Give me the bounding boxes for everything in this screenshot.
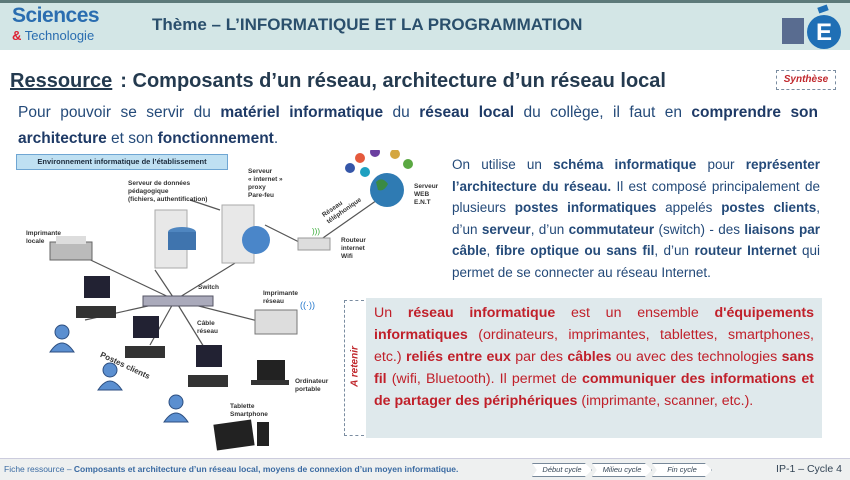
theme-title: Thème – L’INFORMATIQUE ET LA PROGRAMMATI… [152,15,583,34]
text-segment: appelés [656,200,722,215]
label-cable: Câble réseau [197,320,218,335]
router-icon: ))) [297,227,331,251]
retenir-label-box: A retenir [344,300,364,436]
text-segment: , d’un [530,221,569,237]
emphasis-text: postes informatiques [514,200,657,215]
emphasis-text: matériel informatique [220,104,384,121]
footer: Fiche ressource – Composants et architec… [0,458,850,480]
intro-paragraph: Pour pouvoir se servir du matériel infor… [18,100,818,152]
text-segment: par des [510,349,568,365]
logo-tech-text: Technologie [24,28,95,43]
text-segment: (ordinateurs, imprimantes, tablettes, sm… [374,327,814,365]
emphasis-text: câbles [567,349,612,365]
label-local-printer: Imprimante locale [26,230,62,245]
footer-description: Composants et architecture d’un réseau l… [73,464,459,474]
web-server-globe-icon [345,150,413,207]
text-segment: , d’un [452,200,821,237]
retenir-box: Un réseau informatique est un ensemble d… [366,298,822,438]
label-router: Routeur internet Wifi [341,237,366,260]
emphasis-text: réseau local [419,104,515,121]
laptop-icon [251,360,289,385]
emphasis-text: fibre optique ou sans fil [495,243,655,258]
client-computer-icon [125,316,165,358]
emphasis-text: comprendre son architecture [18,104,818,147]
emphasis-text: serveur [481,221,531,237]
switch-icon [142,295,214,307]
step-fin-cycle: Fin cycle [652,463,712,477]
emphasis-text: représenter l’architecture du réseau. [452,157,820,194]
text-segment: (switch) - des [654,221,745,237]
text-segment: Il est composé principalement de plusieu… [452,178,820,216]
step-debut-cycle: Début cycle [532,463,592,477]
emphasis-text: réseau informatique [407,305,556,321]
text-segment: . [273,130,279,147]
text-segment: , [486,243,496,258]
data-server-icon [154,209,196,269]
label-tablet: Tablette Smartphone [230,403,268,418]
logo-technologie: & Technologie [12,28,94,43]
logo-sciences: Sciences [12,4,100,27]
text-segment: est un ensemble [555,305,715,321]
user-icons [49,324,189,423]
emphasis-text: reliés entre eux [405,349,511,365]
text-segment: ou avec des technologies [611,349,782,365]
svg-text:E: E [816,19,832,46]
text-segment: On utilise un [452,157,554,172]
label-switch: Switch [198,284,219,291]
emphasis-text: communiquer des informations et de parta… [374,371,814,409]
emphasis-text: schéma informatique [553,157,697,172]
emphasis-text: sans fil [374,349,814,387]
network-printer-icon: ((·)) [254,300,315,335]
header-band [0,0,850,50]
title-text: : Composants d’un réseau, architecture d… [120,70,666,92]
text-segment: pour [696,157,746,172]
text-segment: et son [106,130,158,147]
svg-text:((·)): ((·)) [300,300,315,310]
emphasis-text: d'équipements informatiques [374,305,815,343]
text-segment: , d’un [654,243,695,258]
emphasis-text: fonctionnement [157,130,274,147]
emphasis-text: routeur Internet [694,243,797,258]
page-title: Ressource : Composants d’un réseau, archi… [10,70,666,93]
client-computer-icon [188,345,228,387]
label-laptop: Ordinateur portable [295,378,329,393]
text-segment: (imprimante, scanner, etc.). [577,393,754,409]
synthese-badge: Synthèse [776,70,836,90]
text-segment: (wifi, Bluetooth). Il permet de [386,371,582,387]
local-printer-icon [49,236,93,261]
svg-text:))): ))) [312,227,320,236]
network-diagram: ))) ((·)) [49,150,413,451]
text-segment: Un [374,305,408,321]
step-milieu-cycle: Milieu cycle [592,463,652,477]
logo-amp: & [12,28,22,43]
title-prefix: Ressource [10,70,113,92]
cycle-label: IP-1 – Cycle 4 [776,463,842,475]
footer-prefix: Fiche ressource – [4,464,74,474]
academy-logo: E [782,4,841,49]
emphasis-text: commutateur [568,221,655,237]
label-proxy: Serveur « internet » proxy Pare-feu [248,168,283,199]
emphasis-text: postes clients [721,200,817,215]
diagram-title: Environnement informatique de l’établiss… [16,154,228,170]
text-segment: Pour pouvoir se servir du [18,104,221,121]
text-segment: du collège, il faut en [514,104,692,121]
text-segment: du [383,104,420,121]
client-computer-icon [76,276,116,318]
text-segment: qui permet de se connecter au réseau Int… [452,243,820,280]
label-network-printer: Imprimante réseau [263,290,299,305]
label-data-server: Serveur de données pédagogique (fichiers… [128,180,208,203]
tablet-smartphone-icon [213,419,269,451]
footer-text: Fiche ressource – Composants et architec… [4,459,458,479]
emphasis-text: liaisons par câble [452,221,821,259]
proxy-server-icon [221,204,270,264]
description-paragraph: On utilise un schéma informatique pour r… [452,154,820,283]
label-web-server: Serveur WEB E.N.T [414,183,439,206]
